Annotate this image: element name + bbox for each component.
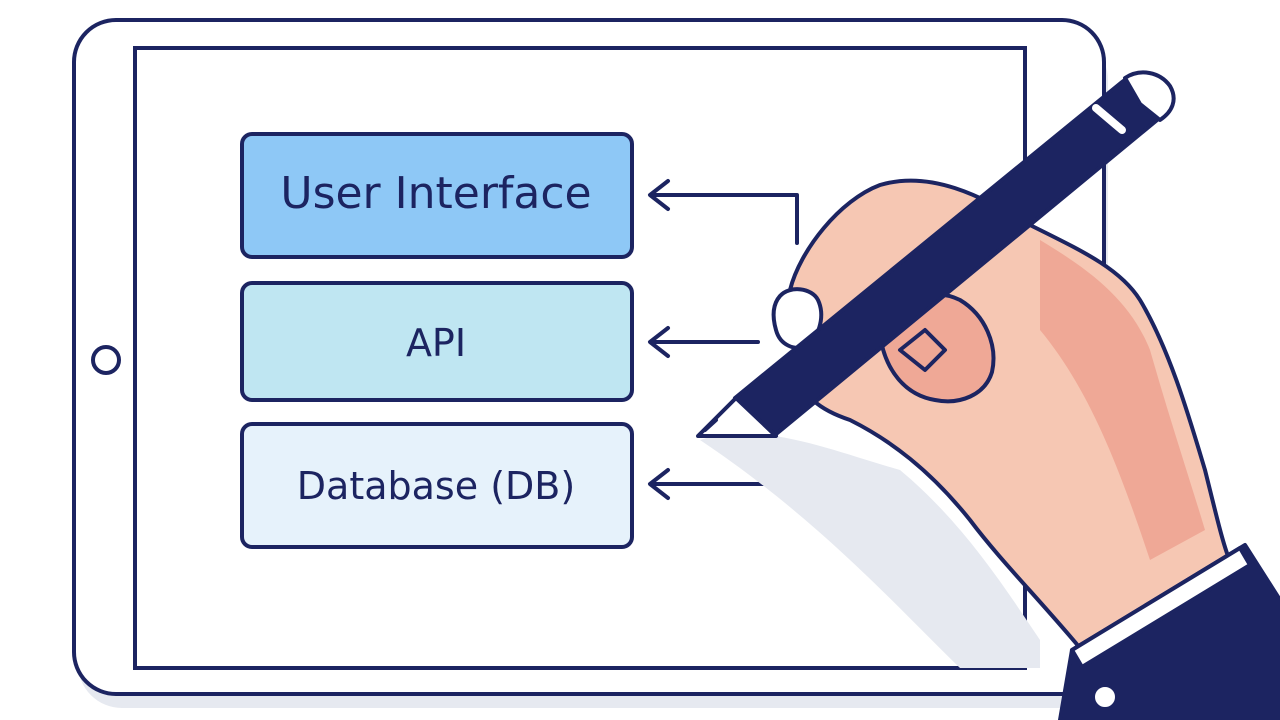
layer-box-api bbox=[240, 281, 634, 402]
arrow-left-icon bbox=[648, 179, 670, 211]
arrow-left-icon bbox=[648, 326, 670, 358]
arrow-to-user-interface bbox=[648, 179, 799, 245]
arrow-to-api bbox=[648, 326, 760, 358]
layer-box-database bbox=[240, 422, 634, 549]
arrow-left-icon bbox=[648, 468, 670, 500]
cuff-button-icon bbox=[1091, 683, 1119, 711]
tablet-home-button-icon[interactable] bbox=[91, 345, 121, 375]
layer-box-user-interface bbox=[240, 132, 634, 259]
sleeve bbox=[1058, 543, 1280, 720]
hand-shadow bbox=[700, 433, 1040, 668]
stylus-icon bbox=[696, 70, 1176, 438]
